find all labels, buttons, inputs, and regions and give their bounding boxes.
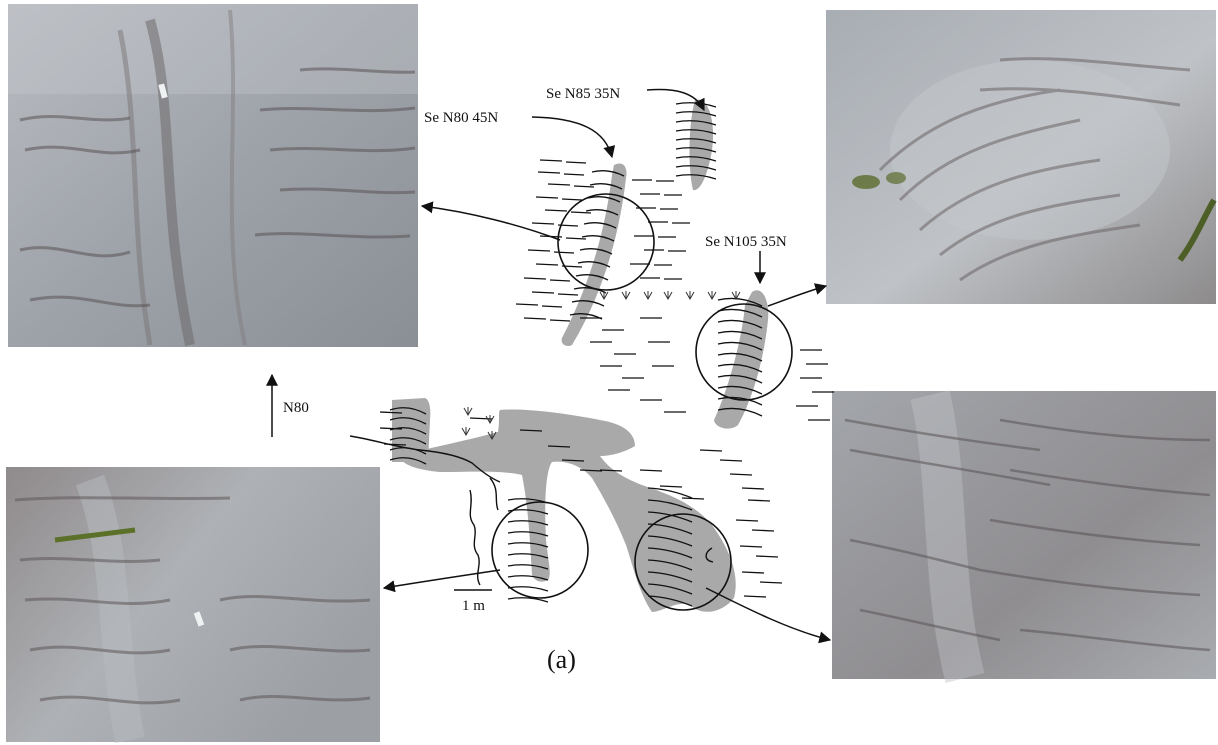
outcrop-photo-top-right (826, 10, 1216, 304)
vegetation-mark (486, 415, 494, 423)
foliation-dash (571, 212, 591, 213)
vegetation-mark (686, 291, 694, 299)
foliation-dash (550, 320, 570, 321)
foliation-dash (528, 250, 550, 251)
arrow-to-bottom-left-photo (384, 570, 500, 588)
foliation-dash (640, 470, 662, 471)
foliation-dash (742, 488, 764, 489)
label-scale: 1 m (462, 598, 485, 614)
outcrop-photo-bottom-right (832, 391, 1216, 679)
label-se-n105-35n: Se N105 35N (705, 234, 787, 250)
outcrop-photo-top-left (8, 4, 418, 347)
foliation-dash (548, 184, 570, 185)
vegetation-mark (462, 427, 470, 435)
foliation-dash (740, 546, 762, 547)
vegetation-mark (708, 291, 716, 299)
foliation-traces (380, 103, 834, 606)
foliation-dash (720, 460, 742, 461)
foliation-dash (574, 186, 594, 187)
label-se-n80-45n: Se N80 45N (424, 110, 498, 126)
foliation-dash (524, 278, 546, 279)
foliation-dash (532, 223, 554, 224)
foliation-dash (540, 160, 562, 161)
vegetation-mark (664, 291, 672, 299)
foliation-dash (660, 486, 682, 487)
foliation-dash (562, 199, 582, 200)
vegetation-mark (732, 291, 740, 299)
foliation-dash (682, 498, 704, 499)
foliation-dash (524, 318, 546, 319)
foliation-dash (558, 294, 578, 295)
foliation-dash (516, 304, 538, 305)
vegetation-mark (600, 291, 608, 299)
shear-zones (392, 100, 768, 612)
vegetation-mark (644, 291, 652, 299)
foliation-dash (736, 520, 758, 521)
label-north: N80 (283, 400, 309, 416)
arrow-to-top-right-photo (768, 286, 826, 306)
foliation-dash (756, 556, 778, 557)
foliation-dash (700, 450, 722, 451)
foliation-dash (538, 172, 560, 173)
foliation-dash (542, 306, 562, 307)
foliation-dash (536, 264, 558, 265)
foliation-dash (470, 418, 492, 419)
label-se-n85-35n: Se N85 35N (546, 86, 620, 102)
foliation-dash (554, 252, 574, 253)
vegetation-mark (622, 291, 630, 299)
arrow-se-n80 (532, 117, 612, 157)
foliation-dash (532, 292, 554, 293)
foliation-dash (742, 572, 764, 573)
foliation-dash (564, 174, 584, 175)
vegetation-mark (464, 407, 472, 415)
foliation-dash (744, 596, 766, 597)
foliation-dash (730, 474, 752, 475)
foliation-dash (566, 238, 586, 239)
outcrop-photo-bottom-left (6, 467, 380, 742)
foliation-dash (536, 197, 558, 198)
foliation-dash (760, 582, 782, 583)
foliation-dash (550, 280, 570, 281)
foliation-dash (752, 530, 774, 531)
figure-label: (a) (547, 645, 576, 674)
foliation-dash (748, 500, 770, 501)
foliation-dash (545, 210, 567, 211)
foliation-dash (566, 162, 586, 163)
